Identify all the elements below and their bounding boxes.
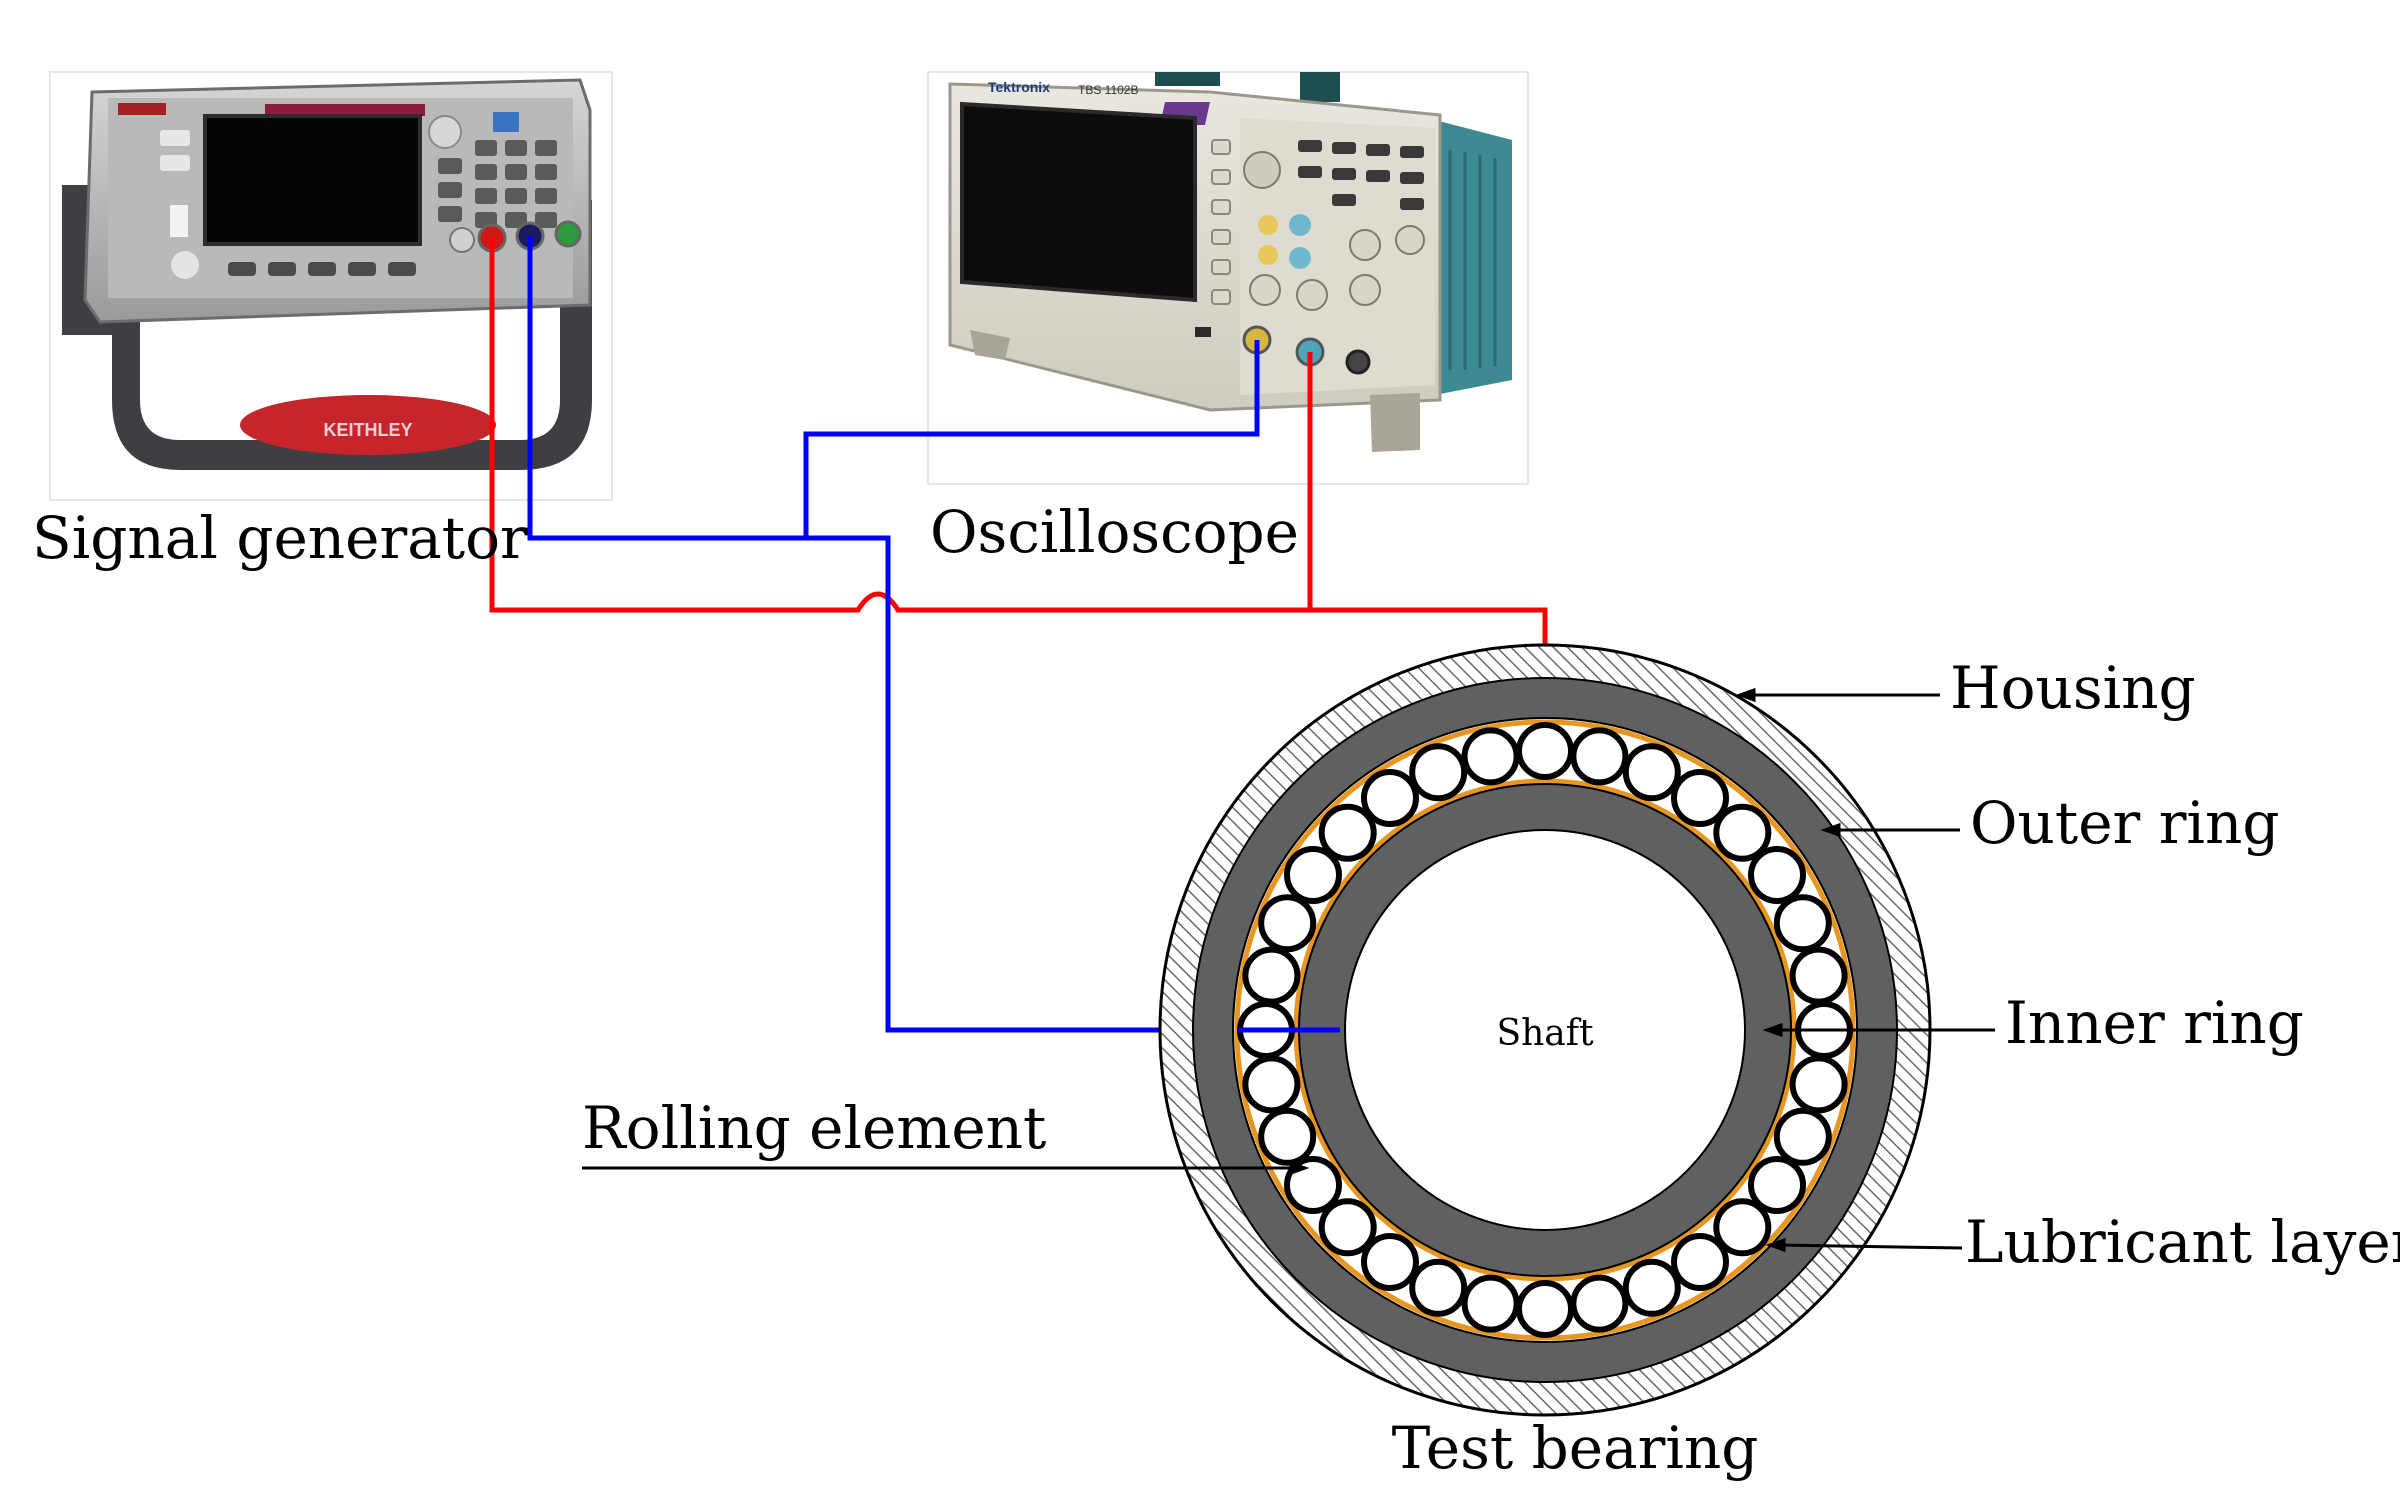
generator-button xyxy=(160,130,190,146)
oscilloscope-side xyxy=(1435,120,1512,395)
rolling-element xyxy=(1622,1258,1681,1317)
blue-wire xyxy=(527,236,1340,1033)
arrow-icon xyxy=(1735,687,1756,703)
rolling-element xyxy=(1242,1055,1301,1114)
oscilloscope-model: TBS 1102B xyxy=(1078,83,1138,97)
arrow-icon xyxy=(1762,1022,1783,1038)
rolling-element xyxy=(1284,846,1342,904)
rolling-element xyxy=(1258,1107,1317,1166)
rolling-element xyxy=(1789,1055,1848,1114)
oscilloscope-brand: Tektronix xyxy=(988,79,1050,95)
channel-1-icon xyxy=(1258,215,1278,235)
oscilloscope-handle xyxy=(1300,72,1340,102)
arrow-icon xyxy=(1820,822,1841,838)
rolling-element xyxy=(1713,1198,1772,1257)
rolling-element xyxy=(1361,769,1419,827)
oscilloscope-screen xyxy=(960,101,1197,303)
ext-trigger-input-icon xyxy=(1345,349,1371,375)
terminal-icon xyxy=(449,227,475,253)
rolling-element xyxy=(1773,1107,1832,1166)
oscilloscope-keys xyxy=(1298,140,1424,210)
rolling-element xyxy=(1748,1156,1806,1214)
vertical-knob-icon xyxy=(1249,274,1281,306)
red-wire xyxy=(489,238,1548,648)
test-bearing-label: Test bearing xyxy=(1392,1414,1759,1482)
inner-ring-label: Inner ring xyxy=(2005,989,2304,1057)
rolling-element xyxy=(1318,803,1377,862)
ground-terminal-icon xyxy=(554,220,582,248)
rolling-element xyxy=(1773,894,1832,953)
rolling-element xyxy=(1461,727,1520,786)
signal-generator-brand: KEITHLEY xyxy=(323,420,412,440)
shaft-label: Shaft xyxy=(1496,1013,1594,1054)
rolling-element xyxy=(1570,727,1629,786)
wiring xyxy=(489,236,1548,1033)
rotary-knob-icon xyxy=(428,115,462,149)
channel-2-icon xyxy=(1289,247,1311,269)
rolling-element-label: Rolling element xyxy=(582,1094,1046,1162)
blue-probe-wire xyxy=(803,340,1260,538)
signal-generator-label: Signal generator xyxy=(32,504,528,572)
rolling-element xyxy=(1671,1233,1729,1291)
channel-1-icon xyxy=(1258,245,1278,265)
generator-button xyxy=(160,155,190,171)
signal-generator-display xyxy=(203,114,422,246)
oscilloscope: Tektronix TBS 1102B xyxy=(927,71,1529,485)
horizontal-knob-icon xyxy=(1349,229,1381,261)
signal-generator-title-strip xyxy=(265,104,425,116)
rolling-element xyxy=(1570,1274,1629,1333)
housing-label: Housing xyxy=(1950,654,2196,722)
rolling-element xyxy=(1284,1156,1342,1214)
arrow-icon xyxy=(1289,1160,1310,1176)
rolling-elements xyxy=(1237,722,1853,1338)
lubricant-layer-leader xyxy=(1774,1243,1963,1250)
rolling-element xyxy=(1789,946,1848,1005)
vertical-knob-icon xyxy=(1296,279,1328,311)
signal-generator-handle xyxy=(62,185,592,470)
power-button-icon xyxy=(171,251,199,279)
oscilloscope-control-panel xyxy=(1240,118,1435,395)
rolling-element xyxy=(1258,894,1317,953)
oscilloscope-vents xyxy=(1448,150,1497,370)
signal-generator-badge xyxy=(240,395,496,455)
lubricant-layer-label: Lubricant layer xyxy=(1965,1208,2400,1276)
rolling-element xyxy=(1713,803,1772,862)
oscilloscope-label: Oscilloscope xyxy=(930,498,1299,566)
horizontal-knob-icon xyxy=(1349,274,1381,306)
generator-indicator xyxy=(493,112,519,132)
arrow-icon xyxy=(1765,1237,1786,1253)
oscilloscope-foot xyxy=(970,330,1010,360)
rolling-element xyxy=(1318,1198,1377,1257)
trigger-knob-icon xyxy=(1395,225,1425,255)
rolling-element xyxy=(1409,1258,1468,1317)
rolling-element xyxy=(1622,743,1681,802)
channel-2-icon xyxy=(1289,214,1311,236)
usb-port-icon xyxy=(1195,327,1211,337)
oscilloscope-menu-buttons xyxy=(1211,139,1231,305)
rolling-element xyxy=(1242,946,1301,1005)
rolling-element xyxy=(1671,769,1729,827)
rolling-element xyxy=(1748,846,1806,904)
generator-softkeys xyxy=(228,262,416,276)
oscilloscope-foot xyxy=(1370,393,1420,452)
test-bearing xyxy=(1158,643,1932,1417)
rolling-element xyxy=(1461,1274,1520,1333)
multipurpose-knob-icon xyxy=(1243,151,1281,189)
oscilloscope-handle xyxy=(1155,72,1220,86)
signal-generator-logo xyxy=(118,103,166,115)
rolling-element xyxy=(1516,722,1574,780)
rolling-element xyxy=(1516,1280,1574,1338)
usb-port-icon xyxy=(170,205,188,237)
outer-ring-label: Outer ring xyxy=(1970,789,2279,857)
shaft xyxy=(1344,829,1746,1231)
rolling-element xyxy=(1409,743,1468,802)
generator-keypad xyxy=(438,140,557,228)
rolling-element xyxy=(1361,1233,1419,1291)
signal-generator: KEITHLEY xyxy=(49,71,613,501)
leader-lines xyxy=(582,687,1995,1253)
